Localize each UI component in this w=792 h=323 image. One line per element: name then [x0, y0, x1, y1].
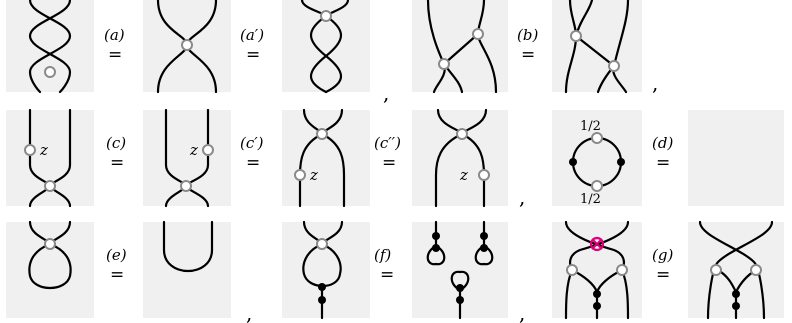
panel-g-left: [552, 220, 642, 320]
dot-icon: [569, 158, 577, 166]
open-vertex-icon: [566, 264, 578, 276]
dot-icon: [318, 296, 326, 304]
panel-e-right: [143, 220, 231, 318]
panel-a-right: [282, 0, 370, 94]
relation-label-d: (d): [652, 134, 673, 152]
relation-label-a: (a): [104, 26, 125, 44]
open-vertex-icon: [591, 132, 603, 144]
equals-sign: =: [110, 265, 124, 285]
equals-sign: =: [656, 265, 670, 285]
dot-icon: [732, 290, 740, 298]
vertex-label-z: z: [189, 141, 198, 159]
relation-label-e: (e): [106, 246, 127, 264]
panel-b-right: [552, 0, 642, 94]
open-vertex-icon: [608, 60, 620, 72]
equals-sign: =: [108, 45, 122, 65]
equals-sign: =: [521, 45, 535, 65]
separator: ,: [519, 185, 525, 209]
panel-c-prime-right: z: [282, 108, 370, 208]
equals-sign: =: [656, 153, 670, 173]
open-vertex-icon: [44, 238, 56, 250]
separator: ,: [652, 71, 658, 95]
relation-label-b: (b): [517, 26, 538, 44]
panel-f-right: [412, 220, 508, 320]
open-vertex-icon: [570, 30, 582, 42]
relation-label-c-prime: (c′): [240, 134, 264, 152]
open-vertex-icon: [316, 238, 328, 250]
open-vertex-icon: [456, 128, 468, 140]
open-vertex-icon: [472, 28, 484, 40]
separator: ,: [383, 81, 389, 105]
open-vertex-icon: [44, 180, 56, 192]
dot-icon: [593, 302, 601, 310]
relation-label-f: (f): [374, 246, 391, 264]
relation-label-g: (g): [652, 246, 673, 264]
panel-e-left: [6, 220, 94, 318]
open-vertex-icon: [710, 264, 722, 276]
relation-label-c-double-prime: (c′′): [374, 134, 401, 152]
row-1: (a) = (a′) = , (b) =: [6, 0, 658, 105]
vertex-weight-top: 1/2: [580, 119, 601, 134]
open-vertex-icon: [320, 10, 332, 22]
panel-a-middle: [143, 0, 231, 94]
row-2: z (c) = z (c′) = z (c′′) =: [6, 108, 784, 209]
row-3: (e) = , (f) =: [6, 220, 784, 323]
open-vertex-icon: [24, 144, 36, 156]
dot-icon: [456, 296, 464, 304]
open-vertex-icon: [591, 180, 603, 192]
dot-icon: [593, 290, 601, 298]
panel-g-right: [688, 220, 784, 320]
panel-c-double-prime-right: z: [412, 108, 508, 208]
equals-sign: =: [246, 153, 260, 173]
panel-c-middle: z: [143, 108, 231, 208]
dot-icon: [480, 232, 488, 240]
panel-b-left: [412, 0, 508, 94]
dot-icon: [732, 302, 740, 310]
separator: ,: [519, 301, 525, 323]
dot-icon: [432, 232, 440, 240]
equals-sign: =: [246, 45, 260, 65]
open-vertex-icon: [44, 66, 56, 78]
dot-icon: [456, 284, 464, 292]
dot-icon: [318, 283, 326, 291]
panel-d-right: [688, 110, 784, 206]
vertex-label-z: z: [309, 166, 318, 184]
dot-icon: [617, 158, 625, 166]
separator: ,: [246, 301, 252, 323]
highlight-circle-icon: [589, 236, 605, 252]
equals-sign: =: [110, 153, 124, 173]
open-vertex-icon: [316, 128, 328, 140]
equals-sign: =: [382, 153, 396, 173]
open-vertex-icon: [438, 58, 450, 70]
open-vertex-icon: [202, 144, 214, 156]
vertex-label-z: z: [39, 141, 48, 159]
panel-d-left: 1/2 1/2: [552, 110, 642, 207]
open-vertex-icon: [478, 169, 490, 181]
vertex-label-z: z: [459, 166, 468, 184]
cross-mark-icon: [591, 238, 603, 250]
open-vertex-icon: [180, 180, 192, 192]
vertex-weight-bottom: 1/2: [580, 192, 601, 207]
panel-a-left: [6, 0, 94, 94]
relation-label-a-prime: (a′): [240, 26, 264, 44]
panel-c-left: z: [6, 108, 94, 208]
relation-label-c: (c): [106, 134, 126, 152]
open-vertex-icon: [616, 264, 628, 276]
dot-icon: [480, 244, 488, 252]
open-vertex-icon: [294, 169, 306, 181]
open-vertex-icon: [750, 264, 762, 276]
dot-icon: [432, 244, 440, 252]
panel-f-left: [282, 220, 370, 320]
open-vertex-icon: [181, 39, 193, 51]
equals-sign: =: [380, 265, 394, 285]
